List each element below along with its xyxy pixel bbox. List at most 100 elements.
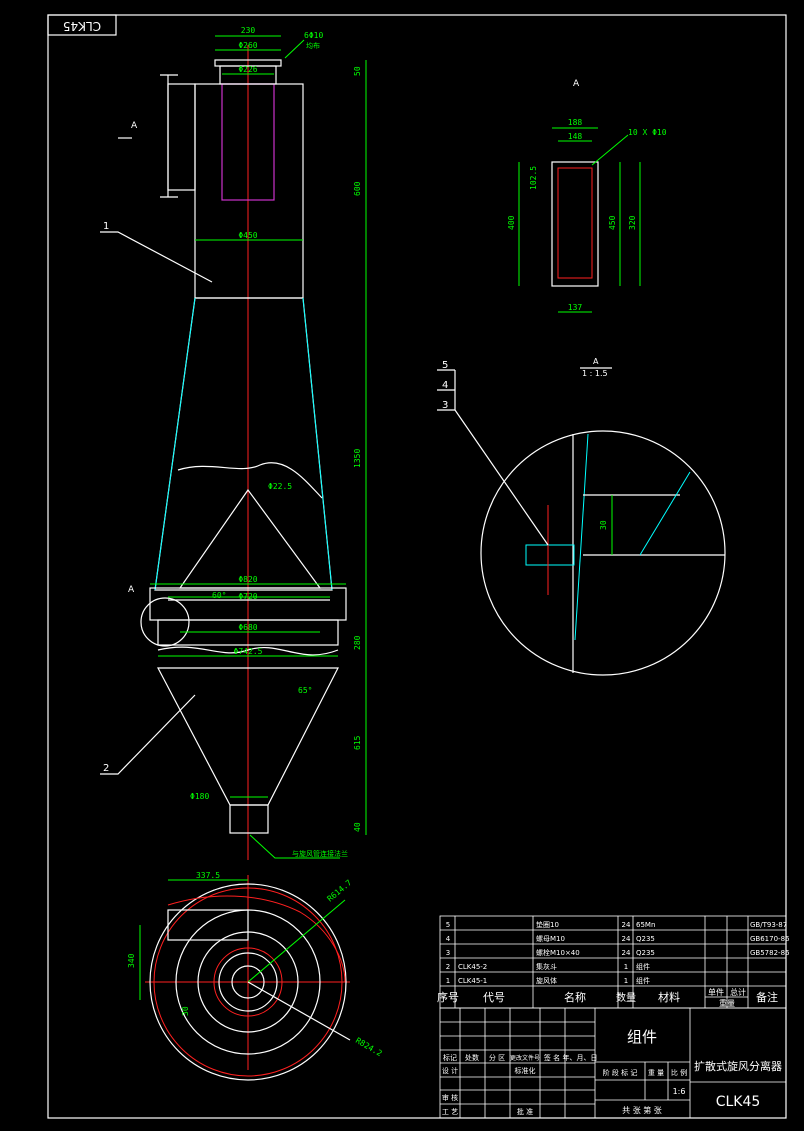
dim-label: 10 X Φ10	[628, 128, 667, 137]
dim-label: Φ742.5	[234, 647, 263, 656]
dim-label: 137	[568, 303, 583, 312]
parts-cell-note: GB5782-86	[750, 949, 790, 957]
header-code: 代号	[483, 991, 505, 1004]
dim-label: 600	[353, 181, 362, 196]
leader-1: 1	[103, 221, 109, 232]
dim-label: 280	[353, 635, 362, 650]
plan-view: R614.7 R824.2 337.5 340 30	[127, 871, 384, 1081]
inlet-duct	[167, 83, 196, 191]
dim-label: Φ680	[238, 623, 257, 632]
tb-marks: 标记	[443, 1053, 457, 1062]
detail-a-scale: 1 : 1.5	[582, 369, 608, 378]
tb-design: 设 计	[442, 1066, 458, 1075]
bolt-section	[525, 544, 575, 566]
parts-cell-name: 旋风体	[536, 976, 557, 985]
hopper-outlet	[229, 804, 269, 834]
dim-label: Φ226	[238, 65, 257, 74]
dim-label: R824.2	[354, 1036, 384, 1058]
flange-note: 与旋风管连接法兰	[292, 849, 348, 858]
view-a: A 188 148 10 X Φ10 102.5 400 450 320 137	[507, 79, 667, 313]
tb-date: 年、月、日	[563, 1053, 598, 1062]
dim-label: Φ720	[238, 592, 257, 601]
header-name: 名称	[564, 990, 586, 1004]
header-weight: 重量	[719, 998, 735, 1008]
drawing-border	[47, 14, 787, 1119]
dim-label: Φ260	[238, 41, 257, 50]
dim-label: 1350	[353, 449, 362, 468]
leader-4: 4	[442, 380, 448, 391]
header-note: 备注	[756, 990, 778, 1004]
dim-label: 60°	[212, 591, 226, 600]
dim-label: 65°	[298, 686, 312, 695]
parts-cell-material: 65Mn	[636, 921, 655, 929]
dim-label: 450	[608, 215, 617, 230]
dim-label: 均布	[306, 41, 320, 50]
detail-a-marker	[140, 597, 190, 647]
parts-cell-no: 2	[446, 963, 450, 971]
dim-label: 340	[127, 953, 136, 968]
tb-change-doc: 更改文件号	[510, 1054, 540, 1062]
parts-cell-no: 4	[446, 935, 451, 943]
tb-sheets: 共 张 第 张	[622, 1105, 662, 1115]
parts-cell-qty: 24	[622, 921, 631, 929]
tb-ratio: 比 例	[671, 1068, 687, 1077]
header-single: 单件	[708, 987, 724, 997]
dim-label: 615	[353, 735, 362, 750]
header-total: 总计	[730, 987, 746, 997]
leader-3: 3	[442, 400, 448, 411]
detail-a-label: A	[128, 585, 135, 595]
parts-cell-material: 组件	[636, 976, 650, 985]
dim-label: 188	[568, 118, 583, 127]
dim-label: 40	[353, 822, 362, 832]
tb-count: 处数	[465, 1053, 479, 1062]
dim-label: R614.7	[326, 878, 354, 904]
leader-2: 2	[103, 763, 109, 774]
tb-sign: 签 名	[544, 1053, 560, 1062]
cylinder-body	[194, 83, 304, 299]
parts-cell-qty: 24	[622, 935, 631, 943]
title-block: 标记 处数 分 区 更改文件号 签 名 年、月、日 设 计 标准化 审 核 工 …	[439, 1007, 787, 1119]
tb-weight: 重 量	[648, 1069, 664, 1077]
leader-5: 5	[442, 360, 448, 371]
parts-cell-code: CLK45-1	[458, 977, 487, 985]
header-qty: 数量	[616, 991, 636, 1004]
dim-label: 30	[181, 1006, 190, 1016]
parts-cell-material: 组件	[636, 962, 650, 971]
parts-cell-qty: 1	[624, 977, 628, 985]
header-no: 序号	[437, 990, 459, 1004]
parts-cell-code: CLK45-2	[458, 963, 487, 971]
tb-assembly: 组件	[627, 1028, 657, 1046]
tb-stage-mark: 阶 段 标 记	[603, 1068, 638, 1077]
parts-cell-name: 垫圈10	[536, 920, 559, 929]
tb-zone: 分 区	[489, 1053, 505, 1062]
dim-label: 230	[241, 26, 256, 35]
parts-cell-no: 3	[446, 949, 450, 957]
section-a-label: A	[131, 121, 138, 131]
parts-cell-note: GB6170-86	[750, 935, 790, 943]
elevation-view: A A 1 2 230 Φ260 Φ226 6Φ10 均布 50 600 135…	[100, 26, 367, 860]
dim-label: Φ820	[238, 575, 257, 584]
hopper-ring	[157, 619, 339, 646]
dim-label: 148	[568, 132, 583, 141]
tb-drawing-no: CLK45	[716, 1094, 761, 1110]
dim-label: 337.5	[196, 871, 220, 880]
dim-label: 320	[628, 215, 637, 230]
dim-label: Φ22.5	[268, 482, 292, 491]
dim-label: Φ180	[190, 792, 209, 801]
tb-product-name: 扩散式旋风分离器	[694, 1059, 782, 1073]
dim-label: 50	[353, 66, 362, 76]
tb-standardize: 标准化	[515, 1066, 536, 1075]
tb-process: 工 艺	[442, 1108, 458, 1116]
parts-cell-qty: 24	[622, 949, 631, 957]
header-material: 材料	[658, 990, 680, 1004]
dim-label: 6Φ10	[304, 31, 323, 40]
parts-cell-name: 集灰斗	[536, 962, 557, 971]
dim-label: 30	[599, 520, 608, 530]
parts-cell-material: Q235	[636, 949, 655, 957]
view-a-title: A	[573, 79, 580, 89]
dim-label: Φ450	[238, 231, 257, 240]
parts-cell-name: 螺母M10	[536, 934, 565, 943]
tb-scale: 1:6	[673, 1087, 686, 1096]
